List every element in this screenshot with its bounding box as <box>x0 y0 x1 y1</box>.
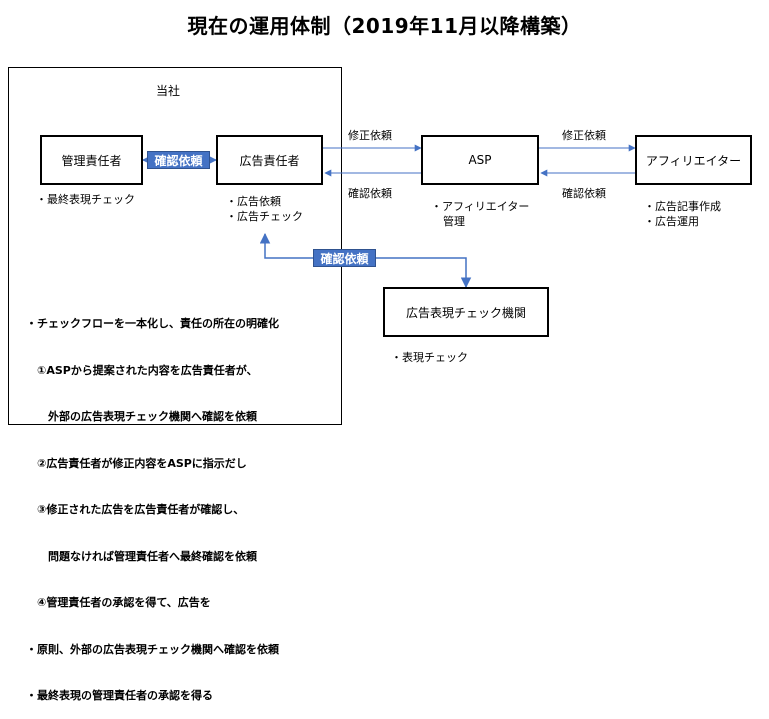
summary-line: ・原則、外部の広告表現チェック機関へ確認を依頼 <box>26 642 279 656</box>
summary-line: ④管理責任者の承認を得て、広告を <box>26 596 211 609</box>
diagram-title: 現在の運用体制（2019年11月以降構築） <box>187 14 582 38</box>
label-confirm-request-asp: 確認依頼 <box>348 187 392 200</box>
company-label: 当社 <box>156 84 181 98</box>
summary-line: ・最終表現の管理責任者の承認を得る <box>26 689 213 702</box>
node-manager: 管理責任者 <box>40 135 143 185</box>
pill-confirm-request-manager: 確認依頼 <box>147 151 210 169</box>
note-ad-owner-2: ・広告チェック <box>226 210 303 223</box>
summary-line: ③修正された広告を広告責任者が確認し、 <box>26 503 245 516</box>
note-asp-2: 管理 <box>443 215 465 228</box>
note-affiliator-2: ・広告運用 <box>644 215 699 228</box>
summary-line: ①ASPから提案された内容を広告責任者が、 <box>26 363 258 377</box>
note-manager: ・最終表現チェック <box>36 193 135 206</box>
note-asp-1: ・アフィリエイター <box>431 200 530 213</box>
note-checker: ・表現チェック <box>391 351 468 364</box>
note-ad-owner-1: ・広告依頼 <box>226 195 281 208</box>
node-asp: ASP <box>421 135 539 185</box>
summary-line: ②広告責任者が修正内容をASPに指示だし <box>26 456 247 470</box>
summary-list: ・チェックフローを一本化し、責任の所在の明確化 ①ASPから提案された内容を広告… <box>26 285 279 719</box>
summary-line: ・チェックフローを一本化し、責任の所在の明確化 <box>26 317 279 330</box>
note-affiliator-1: ・広告記事作成 <box>644 200 721 213</box>
label-fix-request-asp: 修正依頼 <box>348 129 392 142</box>
label-confirm-request-affiliator: 確認依頼 <box>562 187 606 200</box>
label-fix-request-affiliator: 修正依頼 <box>562 129 606 142</box>
summary-line: 外部の広告表現チェック機関へ確認を依頼 <box>26 410 257 423</box>
pill-confirm-request-checker: 確認依頼 <box>313 249 376 267</box>
node-checker: 広告表現チェック機関 <box>383 287 549 337</box>
node-ad-owner: 広告責任者 <box>216 135 323 185</box>
summary-line: 問題なければ管理責任者へ最終確認を依頼 <box>26 549 257 563</box>
node-affiliator: アフィリエイター <box>635 135 752 185</box>
